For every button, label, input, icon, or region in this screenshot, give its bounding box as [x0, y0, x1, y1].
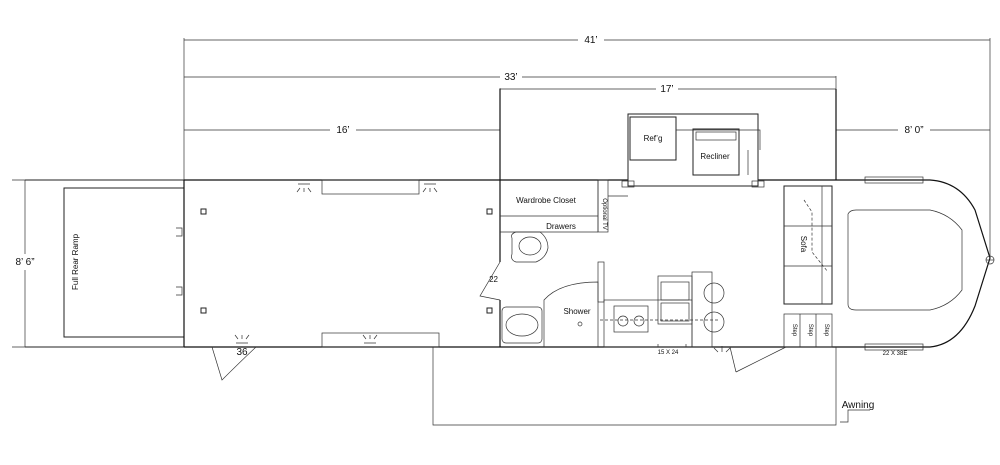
ramp-label: Full Rear Ramp: [71, 233, 80, 290]
front-window-label: 22 X 38E: [883, 351, 908, 357]
bath-door-label: 22: [489, 275, 498, 284]
kitchen: [600, 271, 787, 373]
dim-box-length: 33’: [504, 72, 517, 83]
entry-door: [211, 346, 257, 381]
steps: [783, 313, 833, 348]
optional-tv-label: Optional TV: [601, 198, 607, 230]
trailer-outline: [183, 176, 995, 351]
dimension-lines: [12, 38, 991, 348]
refrigerator-label: Ref’g: [644, 134, 663, 143]
drawers-label: Drawers: [546, 222, 576, 231]
awning-label: Awning: [842, 400, 875, 411]
dim-overall-length: 41’: [584, 35, 597, 46]
step-label-3: Step: [823, 324, 829, 337]
rear-ramp: [25, 179, 185, 348]
d-ring-icons: [176, 208, 493, 314]
garage-cabinets: [234, 179, 440, 348]
bathroom: [479, 231, 605, 347]
kitchen-window-label: 15 X 24: [658, 350, 679, 356]
dim-front-length: 8’ 0”: [904, 125, 923, 136]
sofa: [783, 185, 833, 305]
step-label-2: Step: [807, 324, 813, 337]
slide-out: [499, 89, 837, 188]
step-label-1: Step: [791, 324, 797, 337]
dim-garage-length: 16’: [336, 125, 349, 136]
shower-label: Shower: [563, 307, 590, 316]
awning: [432, 347, 870, 426]
sofa-label: Sofa: [799, 236, 808, 253]
recliner-label: Recliner: [700, 152, 730, 161]
wardrobe-label: Wardrobe Closet: [516, 196, 577, 205]
dim-width: 8’ 6”: [15, 257, 34, 268]
dim-living-length: 17’: [660, 84, 673, 95]
door-width-label: 36: [236, 347, 248, 358]
